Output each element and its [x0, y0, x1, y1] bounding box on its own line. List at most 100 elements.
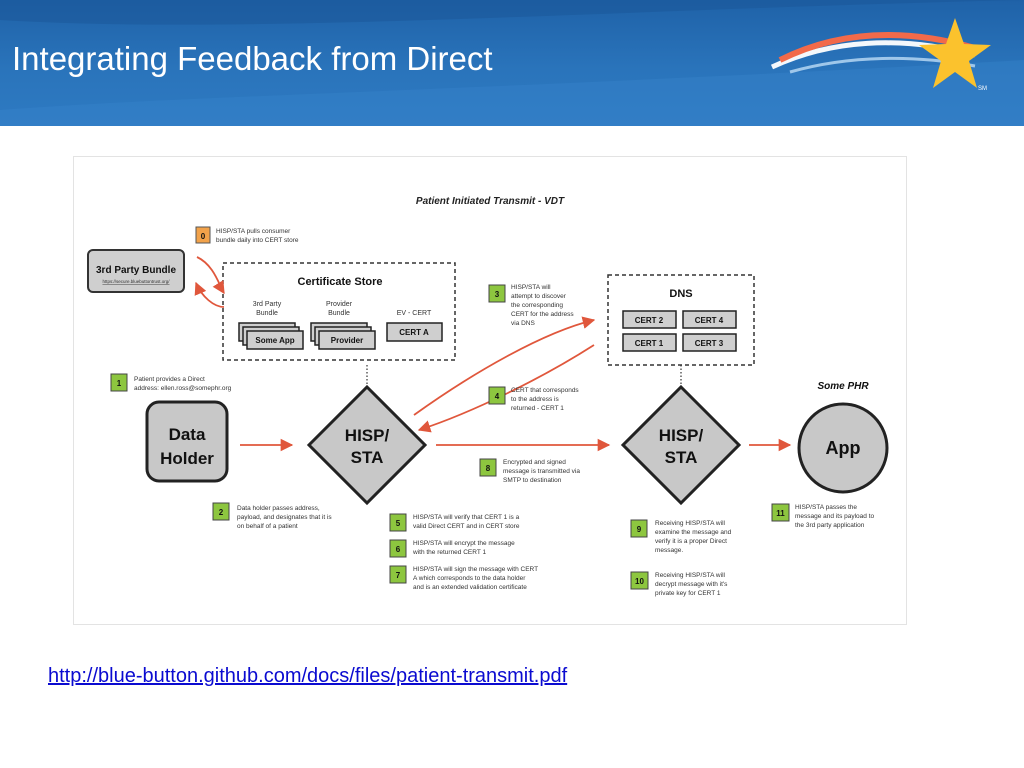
some-app-card-stack: Some App [238, 322, 304, 350]
hisp-right-line1: HISP/ [659, 426, 704, 445]
step-11-line1: HISP/STA passes the [795, 504, 857, 511]
step-5: 5 HISP/STA will verify that CERT 1 is a … [389, 513, 520, 532]
diagram-title: Patient Initiated Transmit - VDT [416, 196, 565, 207]
step-0-line2: bundle daily into CERT store [216, 237, 299, 244]
source-link[interactable]: http://blue-button.github.com/docs/files… [48, 665, 568, 687]
step-4: 4 CERT that corresponds to the address i… [488, 386, 579, 412]
third-party-bundle-title: 3rd Party Bundle [96, 265, 176, 276]
step-11-line2: message and its payload to [795, 513, 875, 520]
step-3: 3 HISP/STA will attempt to discover the … [488, 284, 574, 327]
bundle-label-2b: Bundle [328, 310, 350, 317]
step-3-line1: HISP/STA will [511, 284, 551, 291]
step-6-line1: HISP/STA will encrypt the message [413, 540, 515, 547]
step-11-badge: 11 [776, 509, 785, 518]
step-11-line3: the 3rd party application [795, 522, 865, 529]
data-holder-node: Data Holder [145, 400, 229, 483]
provider-card-stack: Provider [310, 322, 376, 350]
step-4-line1: CERT that corresponds [511, 387, 579, 394]
third-party-bundle-node: 3rd Party Bundle https://secure.bluebutt… [87, 249, 185, 293]
step-8-line3: SMTP to destination [503, 477, 562, 484]
step-8-line1: Encrypted and signed [503, 459, 566, 466]
step-2: 2 Data holder passes address, payload, a… [212, 502, 332, 530]
step-3-line5: via DNS [511, 320, 536, 327]
step-9-badge: 9 [637, 525, 642, 534]
diagram-frame: Patient Initiated Transmit - VDT 3rd Par… [73, 156, 907, 625]
hisp-left-line1: HISP/ [345, 426, 390, 445]
step-0-line1: HISP/STA pulls consumer [216, 228, 291, 235]
step-3-line3: the corresponding [511, 302, 563, 309]
step-7-line1: HISP/STA will sign the message with CERT [413, 566, 538, 573]
step-1: 1 Patient provides a Direct address: ell… [110, 373, 232, 392]
bundle-label-1b: Bundle [256, 310, 278, 317]
some-app-card: Some App [255, 336, 294, 345]
step-6-badge: 6 [396, 545, 401, 554]
step-10: 10 Receiving HISP/STA will decrypt messa… [630, 571, 728, 597]
hisp-right-node: HISP/ STA [620, 384, 742, 506]
step-5-line1: HISP/STA will verify that CERT 1 is a [413, 514, 520, 521]
step-2-line2: payload, and designates that it is [237, 514, 332, 521]
hisp-left-line2: STA [351, 448, 384, 467]
step-3-line4: CERT for the address [511, 311, 574, 318]
banner-decoration [0, 0, 1024, 126]
step-10-line1: Receiving HISP/STA will [655, 572, 726, 579]
data-holder-line2: Holder [160, 449, 214, 468]
bundle-label-2a: Provider [326, 301, 353, 308]
step-10-badge: 10 [635, 577, 644, 586]
step-7-line2: A which corresponds to the data holder [413, 575, 526, 582]
step-6-line2: with the returned CERT 1 [412, 549, 486, 556]
hisp-left-node: HISP/ STA [306, 384, 428, 506]
step-6: 6 HISP/STA will encrypt the message with… [389, 539, 515, 558]
cert-a-card: CERT A [399, 328, 429, 337]
step-8: 8 Encrypted and signed message is transm… [479, 458, 580, 484]
step-4-line2: to the address is [511, 396, 559, 403]
title-banner: Integrating Feedback from Direct SM [0, 0, 1024, 126]
step-9-line1: Receiving HISP/STA will [655, 520, 726, 527]
certificate-store-title: Certificate Store [298, 276, 383, 288]
slide-title: Integrating Feedback from Direct [12, 40, 493, 77]
dns-store: DNS CERT 2 CERT 4 CERT 1 CERT 3 [607, 274, 755, 366]
step-3-badge: 3 [495, 290, 500, 299]
step-1-line2: address: ellen.ross@somephr.org [134, 385, 232, 392]
dns-cert-1: CERT 1 [635, 339, 664, 348]
dns-cert-3: CERT 3 [695, 339, 724, 348]
step-4-badge: 4 [495, 392, 500, 401]
app-label: App [826, 438, 861, 458]
step-0: 0 HISP/STA pulls consumer bundle daily i… [195, 226, 299, 244]
step-9-line4: message. [655, 547, 683, 554]
app-node: Some PHR App [797, 381, 889, 494]
step-8-line2: message is transmitted via [503, 468, 580, 475]
dns-cert-2: CERT 2 [635, 316, 664, 325]
step-8-badge: 8 [486, 464, 491, 473]
star-swoosh-logo [770, 18, 991, 88]
step-7-line3: and is an extended validation certificat… [413, 584, 527, 591]
step-2-line3: on behalf of a patient [237, 523, 298, 530]
data-holder-line1: Data [169, 425, 206, 444]
step-7: 7 HISP/STA will sign the message with CE… [389, 565, 538, 591]
step-4-line3: returned - CERT 1 [511, 405, 564, 412]
app-caption: Some PHR [817, 381, 869, 392]
provider-card: Provider [331, 336, 363, 345]
step-2-badge: 2 [219, 508, 224, 517]
step-9: 9 Receiving HISP/STA will examine the me… [630, 519, 732, 554]
step-5-badge: 5 [396, 519, 401, 528]
certificate-store: Certificate Store 3rd Party Bundle Some … [222, 262, 456, 361]
dns-cert-4: CERT 4 [695, 316, 724, 325]
flow-arrows [194, 256, 792, 452]
step-0-badge: 0 [201, 232, 206, 241]
step-5-line2: valid Direct CERT and in CERT store [413, 523, 520, 530]
step-3-line2: attempt to discover [511, 293, 567, 300]
third-party-bundle-url: https://secure.bluebuttontrust.org/ [102, 279, 170, 284]
step-2-line1: Data holder passes address, [237, 505, 320, 512]
step-10-line2: decrypt message with it's [655, 581, 728, 588]
step-9-line3: verify it is a proper Direct [655, 538, 727, 545]
step-7-badge: 7 [396, 571, 401, 580]
transmit-diagram: Patient Initiated Transmit - VDT 3rd Par… [87, 196, 889, 597]
step-1-badge: 1 [117, 379, 122, 388]
service-mark: SM [978, 86, 987, 92]
bundle-label-1a: 3rd Party [253, 301, 282, 308]
step-10-line3: private key for CERT 1 [655, 590, 721, 597]
hisp-right-line2: STA [665, 448, 698, 467]
dns-title: DNS [669, 288, 692, 300]
step-1-line1: Patient provides a Direct [134, 376, 205, 383]
step-11: 11 HISP/STA passes the message and its p… [771, 503, 875, 529]
